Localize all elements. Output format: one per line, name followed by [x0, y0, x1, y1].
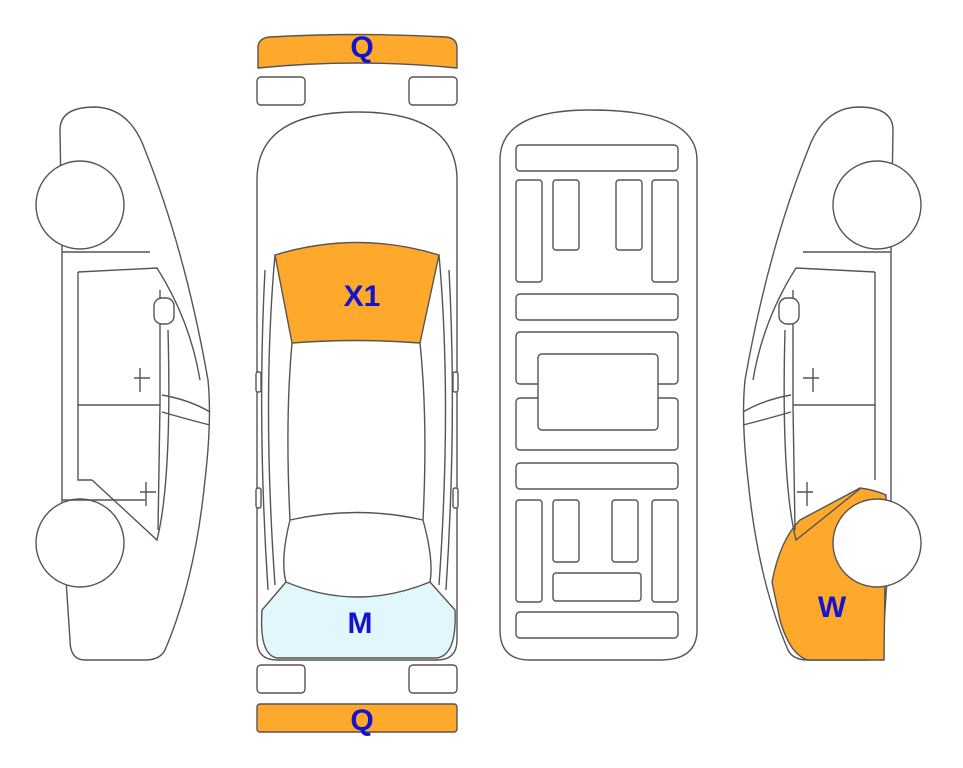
front-light-right [408, 76, 458, 106]
rear-light-right [408, 664, 458, 694]
car-top-body [256, 111, 458, 661]
front-bumper[interactable] [257, 33, 458, 69]
rear-bumper[interactable] [256, 703, 458, 733]
rear-bumper-label: Q [350, 704, 373, 737]
windshield-label: M [348, 607, 373, 640]
car-top-view [255, 111, 459, 661]
hood-panel[interactable] [274, 241, 440, 344]
car-underbody-view [499, 109, 698, 661]
front-bumper-label: Q [350, 31, 373, 64]
rear-quarter-label: W [818, 591, 847, 624]
hood-label: X1 [344, 280, 381, 313]
rear-window[interactable] [260, 581, 456, 659]
rear-light-left [256, 664, 306, 694]
rear-bumper-group [256, 664, 458, 733]
front-bumper-group [256, 33, 458, 106]
car-right-side-view [742, 106, 922, 661]
front-light-left [256, 76, 306, 106]
car-left-side-view [35, 106, 211, 661]
